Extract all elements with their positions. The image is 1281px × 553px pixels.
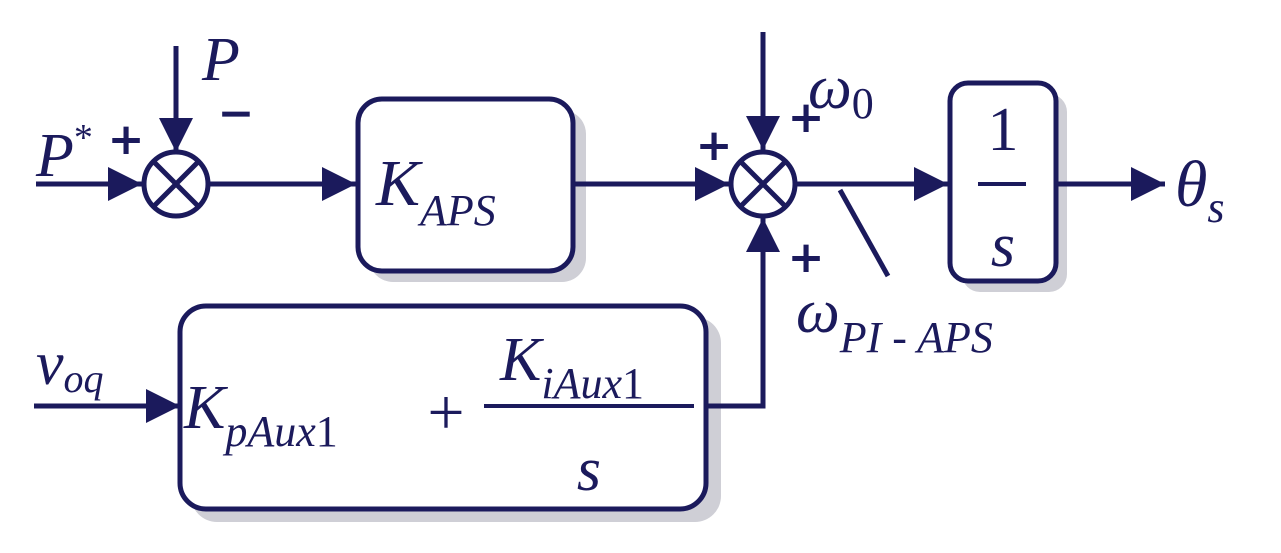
p-ref-label: P* xyxy=(35,117,93,190)
ki-aux-term: KiAux1 xyxy=(499,326,644,408)
block-contents: KAPS 1 s KpAux1 + KiAux1 s xyxy=(183,96,1026,504)
k-aps-sub: APS xyxy=(417,186,496,235)
v-oq-sub: oq xyxy=(64,356,104,401)
p-meas-label: P xyxy=(201,26,240,94)
v-oq-label: voq xyxy=(36,330,104,401)
sum1-top-sign: − xyxy=(218,88,255,139)
summing-junction-2 xyxy=(728,149,798,219)
p-ref-sup: * xyxy=(74,117,93,159)
omega-0-sub: 0 xyxy=(852,79,874,128)
ki-aux-main: K xyxy=(499,326,545,394)
sum2-bottom-sign: + xyxy=(788,232,825,283)
kp-aux-sub: pAux xyxy=(222,407,316,456)
signal-labels: P* P ω0 θs voq ωPI - APS xyxy=(35,26,1225,401)
summing-junction-1 xyxy=(141,149,211,219)
omega-pi-aps-label: ωPI - APS xyxy=(796,278,993,362)
sign-labels: + − + + + xyxy=(108,88,825,283)
omega-0-label: ω0 xyxy=(808,54,874,128)
pi-to-sum2-line xyxy=(706,218,780,409)
pi-aux-plus: + xyxy=(427,376,464,449)
integrator-denominator: s xyxy=(991,212,1015,280)
omega-pi-aps-main: ω xyxy=(796,278,840,346)
omega-pi-aps-sub: PI - APS xyxy=(839,313,993,362)
kp-aux-main: K xyxy=(183,374,229,442)
kp-aux-sub-number: 1 xyxy=(316,407,338,456)
ki-aux-sub: iAux xyxy=(541,359,622,408)
omega-0-main: ω xyxy=(808,54,852,122)
k-aps-label: KAPS xyxy=(375,147,496,235)
theta-s-main: θ xyxy=(1175,148,1207,221)
p-ref-main: P xyxy=(35,122,74,190)
v-oq-main: v xyxy=(36,330,64,398)
signal-lines xyxy=(34,32,1165,423)
k-aps-block xyxy=(355,96,576,274)
sum1-left-sign: + xyxy=(108,114,145,165)
sum2-left-sign: + xyxy=(696,120,733,171)
theta-s-sub: s xyxy=(1207,183,1224,232)
kp-aux-term: KpAux1 xyxy=(183,374,338,456)
integrator-numerator: 1 xyxy=(988,96,1019,164)
k-aps-main: K xyxy=(375,147,423,220)
omega-pi-aps-leader-line xyxy=(837,188,891,278)
sum2-top-sign: + xyxy=(788,92,825,143)
ki-aux-sub-number: 1 xyxy=(622,359,644,408)
pi-aux-block xyxy=(177,303,709,512)
theta-s-label: θs xyxy=(1175,148,1225,232)
pi-aux-denominator: s xyxy=(577,436,601,504)
